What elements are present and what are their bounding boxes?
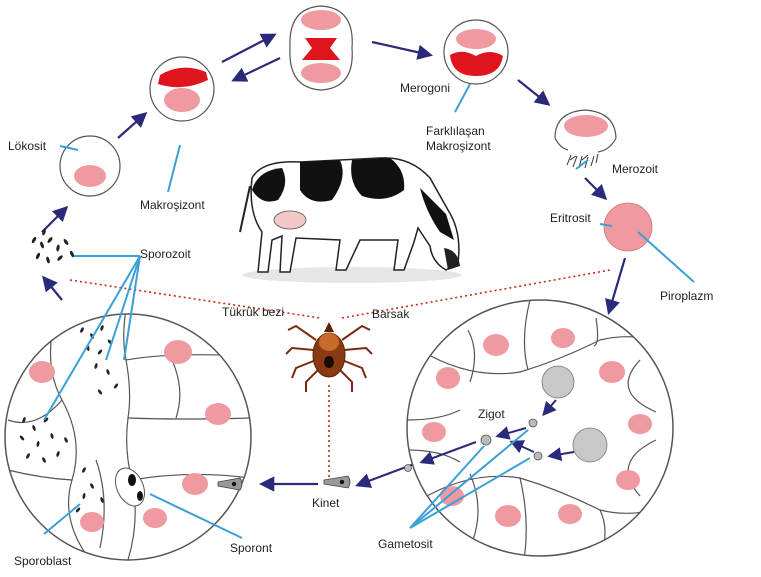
label-differentiating-2: Makroşizont [426, 139, 491, 153]
gamete-large-1 [542, 366, 574, 398]
label-piroplasm: Piroplazm [660, 289, 713, 303]
dividing-cell [290, 6, 352, 90]
macroschizont-cell [150, 57, 214, 121]
label-sporozoite: Sporozoit [140, 247, 191, 261]
label-gut: Barsak [372, 307, 410, 321]
cow-illustration [240, 158, 462, 283]
label-erythrocyte: Eritrosit [550, 211, 591, 225]
label-sporont: Sporont [230, 541, 273, 555]
label-differentiating-1: Farklılaşan [426, 124, 485, 138]
label-salivary-gland: Tükrük bezi [222, 305, 284, 319]
sporozoite-cluster [31, 228, 75, 264]
leukocyte-cell [60, 136, 120, 196]
gut-circle [405, 300, 681, 560]
label-kinete: Kinet [312, 496, 340, 510]
erythrocyte [604, 203, 652, 251]
tick-illustration [286, 322, 372, 392]
label-gametocyte: Gametosit [378, 537, 433, 551]
merozoite-release-cell [555, 110, 616, 168]
merogony-cell [444, 20, 508, 84]
gamete-large-2 [573, 428, 607, 462]
label-merozoite: Merozoit [612, 162, 659, 176]
label-zygote: Zigot [478, 407, 505, 421]
label-sporoblast: Sporoblast [14, 554, 72, 568]
label-macroschizont: Makroşizont [140, 198, 205, 212]
label-merogony: Merogoni [400, 81, 450, 95]
kinete-middle [324, 476, 350, 488]
label-leukocyte: Lökosit [8, 139, 47, 153]
